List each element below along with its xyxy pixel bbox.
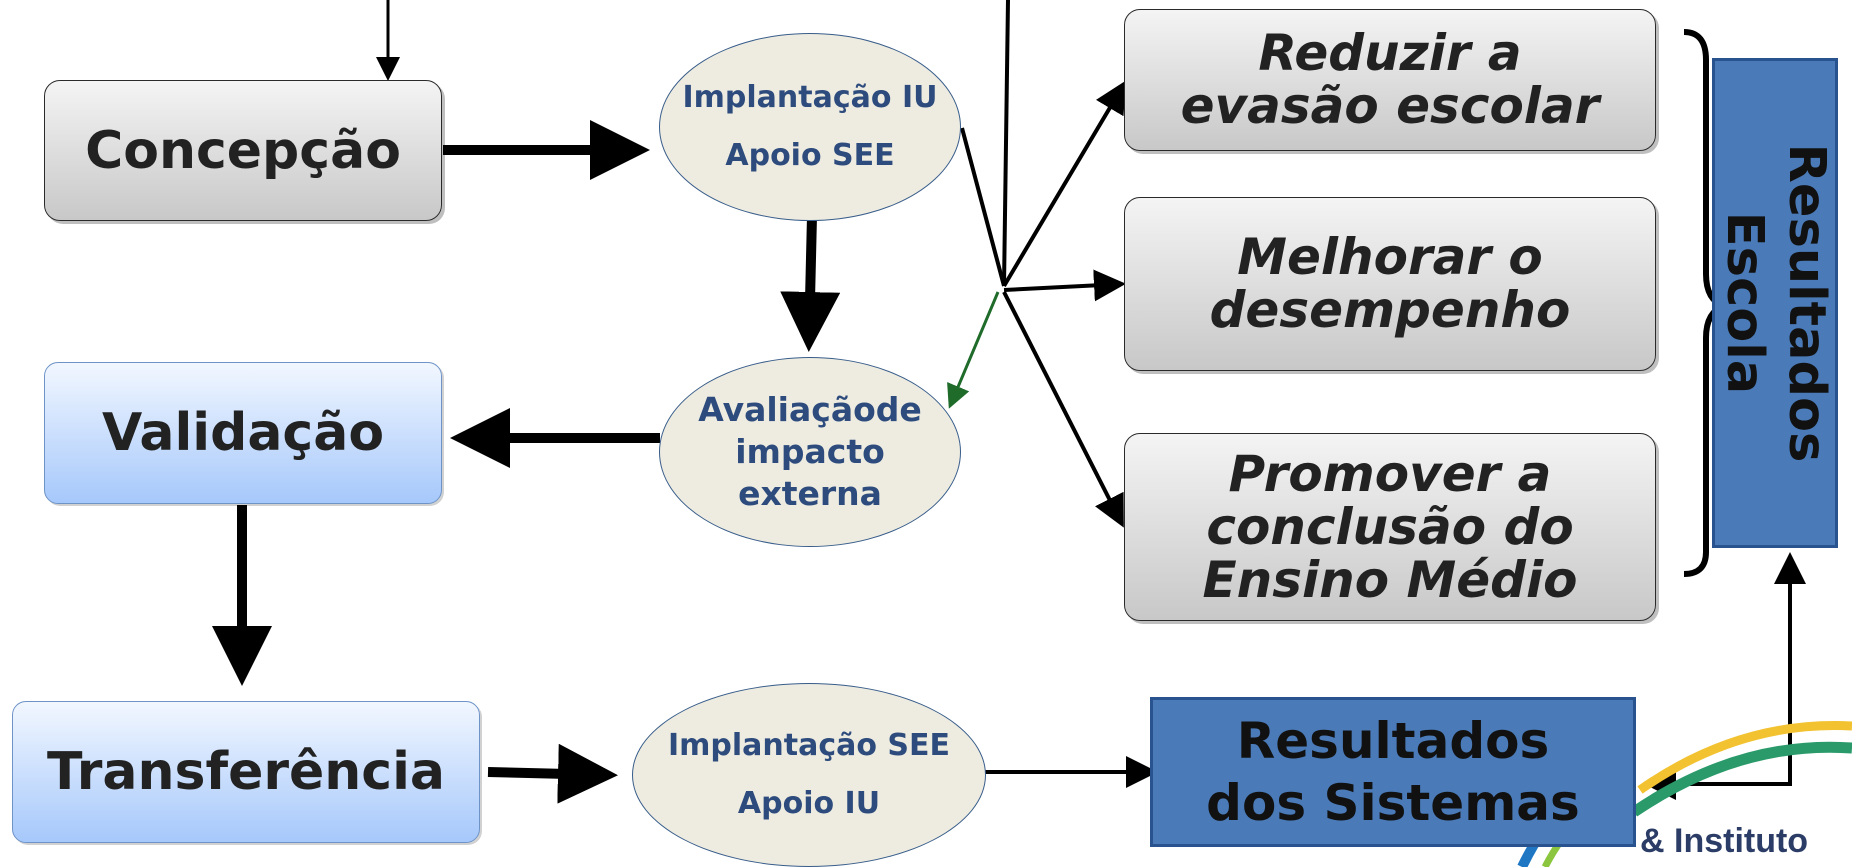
line-ellipse-to-hub (960, 127, 1006, 287)
stage-transferencia: Transferência (12, 701, 480, 843)
logo-swoosh-yellow (1637, 721, 1852, 794)
ellipse-implantacao-iu-line1: Implantação IU (682, 80, 938, 115)
stage-validacao-label: Validação (101, 403, 385, 463)
ellipse-implantacao-see-line1: Implantação SEE (667, 728, 951, 763)
stage-transferencia-label: Transferência (46, 742, 446, 802)
resultados-sistemas-line2: dos Sistemas (1206, 774, 1580, 832)
arrow-hub-to-evasao (1002, 80, 1127, 288)
arrow-hub-to-evaluation (947, 291, 1000, 409)
arrow-hub-to-desempenho (1003, 269, 1126, 302)
ellipse-avaliacao-line3: externa (738, 474, 882, 513)
instituto-logo-text: & Instituto (1640, 822, 1809, 860)
stage-concepcao: Concepção (44, 80, 442, 221)
ellipse-avaliacao-impacto: Avaliaçãode impacto externa (659, 357, 961, 547)
goal-evasao-line2: evasão escolar (1180, 77, 1600, 135)
ellipse-avaliacao-line2: impacto (735, 432, 885, 471)
arrow-transferencia-to-ellipse (487, 743, 618, 804)
goal-melhorar-desempenho: Melhorar o desempenho (1124, 197, 1656, 371)
goal-conclusao-line2: conclusão do (1206, 497, 1574, 556)
ellipse-implantacao-see-line2: Apoio IU (737, 786, 881, 821)
goal-evasao-line1: Reduzir a (1258, 24, 1522, 82)
instituto-logo: & Instituto (1640, 822, 1808, 861)
goal-conclusao-line1: Promover a (1228, 444, 1552, 503)
ellipse-implantacao-see: Implantação SEE Apoio IU (632, 683, 986, 867)
goal-desempenho-line2: desempenho (1209, 281, 1571, 339)
stage-validacao: Validação (44, 362, 442, 504)
ellipse-avaliacao-line1: Avaliaçãode (698, 390, 922, 429)
ellipse-implantacao-iu: Implantação IU Apoio SEE (659, 33, 961, 221)
goal-desempenho-line1: Melhorar o (1237, 228, 1543, 286)
ellipse-implantacao-iu-line2: Apoio SEE (725, 138, 895, 173)
resultados-sistemas-box: Resultados dos Sistemas (1150, 697, 1636, 847)
stage-concepcao-label: Concepção (85, 120, 401, 181)
goal-conclusao-line3: Ensino Médio (1202, 550, 1578, 609)
goal-promover-conclusao: Promover a conclusão do Ensino Médio (1124, 433, 1656, 621)
resultados-escola-box: Resultados Escola (1712, 58, 1838, 548)
resultados-escola-label: Resultados Escola (1715, 143, 1836, 463)
arrow-hub-to-conclusao (1002, 291, 1124, 528)
logo-swoosh-green (1630, 741, 1852, 817)
arrow-top-ellipse-to-middle (780, 215, 841, 352)
hub-vertical-line (1002, 0, 1010, 287)
goal-reduzir-evasao: Reduzir a evasão escolar (1124, 9, 1656, 151)
resultados-sistemas-line1: Resultados (1236, 712, 1550, 770)
